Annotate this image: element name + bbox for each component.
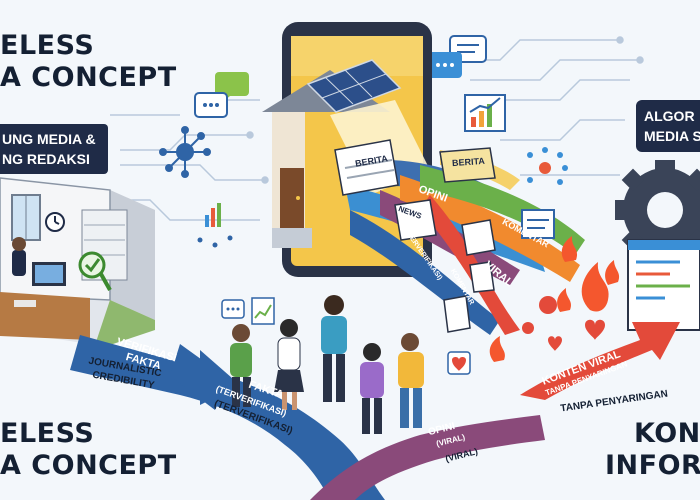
title-bottom-right-line2: INFOR [605, 450, 700, 481]
newspaper-icon [334, 139, 496, 333]
blue-ribbon-verifikasi [70, 335, 385, 500]
browser-window-icon [521, 209, 555, 239]
heart-icon [548, 319, 605, 351]
person-figure [360, 343, 384, 434]
chat-bubble-icon [194, 72, 249, 118]
growth-chart-icon [464, 94, 506, 132]
algorithm-badge: ALGOR MEDIA S [636, 100, 700, 152]
title-bottom-right-line1: KON [634, 418, 700, 449]
bar-chart-dots-icon [197, 203, 233, 248]
person-figure [274, 319, 304, 410]
person-figure [321, 295, 347, 402]
reaction-bubbles [221, 297, 471, 375]
badge-left-line2: NG REDAKSI [2, 151, 90, 167]
virus-network-icon [527, 147, 568, 185]
people-group-illustration [230, 295, 424, 434]
person-figure [230, 324, 252, 407]
newsroom-office-illustration [0, 177, 155, 350]
badge-left-line1: UNG MEDIA & [2, 131, 96, 147]
solar-panel-icon [306, 59, 402, 113]
person-figure [398, 333, 424, 428]
media-newsroom-badge: UNG MEDIA & NG REDAKSI [0, 124, 108, 174]
virus-icon [522, 296, 557, 334]
badge-right-line1: ALGOR [644, 108, 695, 124]
purple-ribbon-opini [310, 415, 545, 500]
red-ribbon-konten-viral [520, 322, 680, 400]
title-top-left-line1: ELESS [0, 30, 95, 61]
title-bottom-left-line2: A CONCEPT [0, 450, 177, 481]
network-node-icon [159, 126, 211, 178]
fire-icon [489, 236, 620, 362]
title-top-left-line2: A CONCEPT [0, 62, 177, 93]
code-monitor-icon [627, 239, 700, 331]
title-bottom-left-line1: ELESS [0, 418, 95, 449]
message-bubbles-icon [428, 35, 487, 78]
badge-right-line2: MEDIA S [644, 128, 700, 144]
